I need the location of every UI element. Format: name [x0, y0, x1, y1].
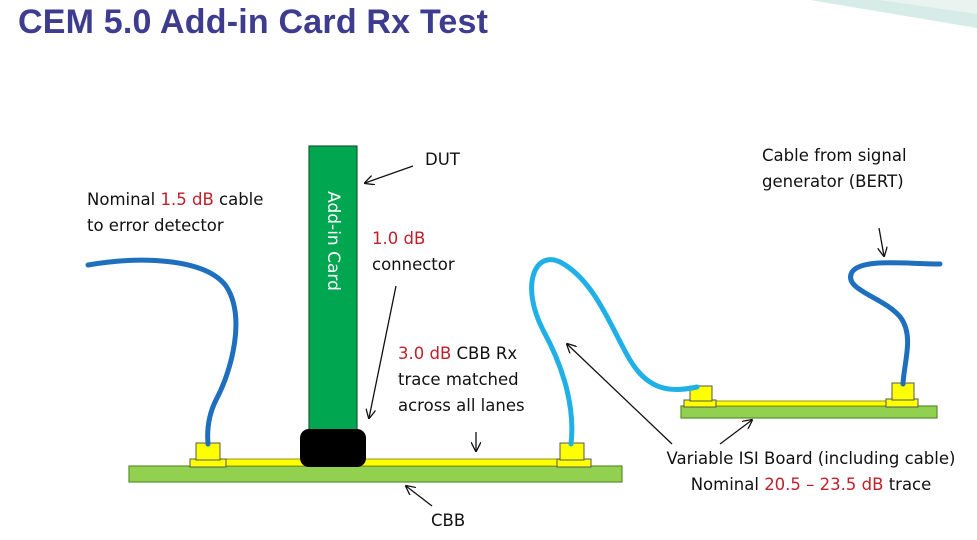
cable-from-bert — [848, 260, 943, 387]
connector-label: connector — [372, 255, 455, 274]
isi-to-board-arrow — [719, 420, 752, 445]
add-in-card-label: Add-in Card — [323, 191, 343, 291]
isi-cable — [529, 257, 700, 447]
connector-arrow — [369, 285, 397, 418]
nominal-cable-value: 1.5 dB — [160, 190, 214, 209]
isi-board-label: Variable ISI Board (including cable) — [666, 449, 956, 468]
dut-arrow — [365, 165, 414, 183]
cbb-trace — [221, 458, 563, 467]
cbb-trace-value: 3.0 dB — [398, 344, 452, 363]
isi-trace-pre: Nominal — [690, 475, 765, 494]
cable-to-error-detector — [85, 257, 239, 447]
isi-trace-label: Nominal 20.5 – 23.5 dB trace — [650, 472, 972, 498]
cable-from-bert-line1: Cable from signal — [762, 146, 907, 165]
card-edge-connector — [300, 429, 366, 467]
cbb-label: CBB — [431, 511, 466, 530]
connector-loss-value: 1.0 dB — [372, 229, 426, 248]
add-in-card-label-box: Add-in Card — [309, 146, 357, 432]
nominal-cable-pre: Nominal — [87, 190, 161, 209]
isi-trace — [711, 400, 893, 407]
cbb-board — [128, 465, 623, 483]
bert-cable-arrow — [879, 227, 884, 256]
nominal-cable-line2: to error detector — [87, 216, 224, 235]
dut-label: DUT — [425, 150, 460, 169]
isi-board — [680, 405, 938, 419]
cbb-trace-post: CBB Rx — [451, 344, 518, 363]
cable-from-bert-line2: generator (BERT) — [762, 172, 904, 191]
nominal-cable-post: cable — [213, 190, 264, 209]
isi-trace-post: trace — [883, 475, 932, 494]
corner-decoration-2 — [880, 0, 977, 14]
add-in-card — [308, 145, 358, 433]
page-title: CEM 5.0 Add-in Card Rx Test — [18, 3, 489, 41]
isi-to-cable-arrow — [567, 344, 673, 445]
cbb-trace-line3: across all lanes — [398, 396, 525, 415]
nominal-cable-label: Nominal 1.5 dB cable — [87, 187, 263, 213]
cbb-trace-line2: trace matched — [398, 370, 519, 389]
cbb-arrow — [406, 486, 433, 507]
isi-trace-value: 20.5 – 23.5 dB — [764, 475, 884, 494]
cbb-trace-label: 3.0 dB CBB Rx — [398, 341, 517, 367]
